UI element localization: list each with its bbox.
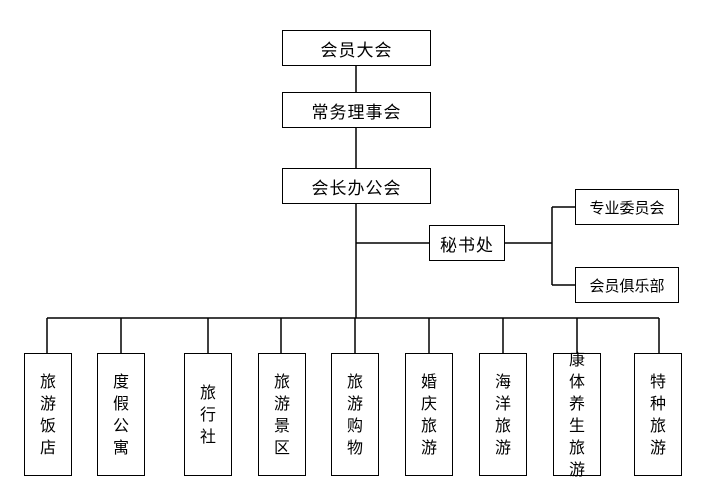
branch-label: 旅游饭店 [39,371,56,457]
branch-box: 海洋旅游 [479,353,527,476]
president-office-label: 会长办公会 [311,178,402,199]
branch-box: 度假公寓 [97,353,145,476]
standing-council-box: 常务理事会 [282,92,431,128]
general-assembly-label: 会员大会 [320,40,393,61]
branch-box: 旅游景区 [258,353,306,476]
secretariat-box: 秘书处 [429,225,505,261]
committees-box: 专业委员会 [575,189,679,225]
secretariat-label: 秘书处 [440,235,494,256]
branch-label: 特种旅游 [649,371,666,457]
members-club-box: 会员俱乐部 [575,267,679,303]
branch-label: 旅游景区 [273,371,290,457]
general-assembly-box: 会员大会 [282,30,431,66]
branch-label: 婚庆旅游 [420,371,437,457]
branch-box: 特种旅游 [634,353,682,476]
standing-council-label: 常务理事会 [311,102,402,123]
branch-box: 婚庆旅游 [405,353,453,476]
members-club-label: 会员俱乐部 [589,276,665,295]
branch-label: 旅游购物 [346,371,363,457]
branch-box: 康体养生旅游 [553,350,601,479]
branch-label: 康体养生旅游 [568,349,585,479]
branch-box: 旅游购物 [331,353,379,476]
committees-label: 专业委员会 [589,198,665,217]
branch-label: 海洋旅游 [494,371,511,457]
president-office-box: 会长办公会 [282,168,431,204]
branch-box: 旅游饭店 [24,353,72,476]
branch-label: 度假公寓 [112,371,129,457]
branch-label: 旅行社 [199,382,216,446]
branch-box: 旅行社 [184,353,232,476]
